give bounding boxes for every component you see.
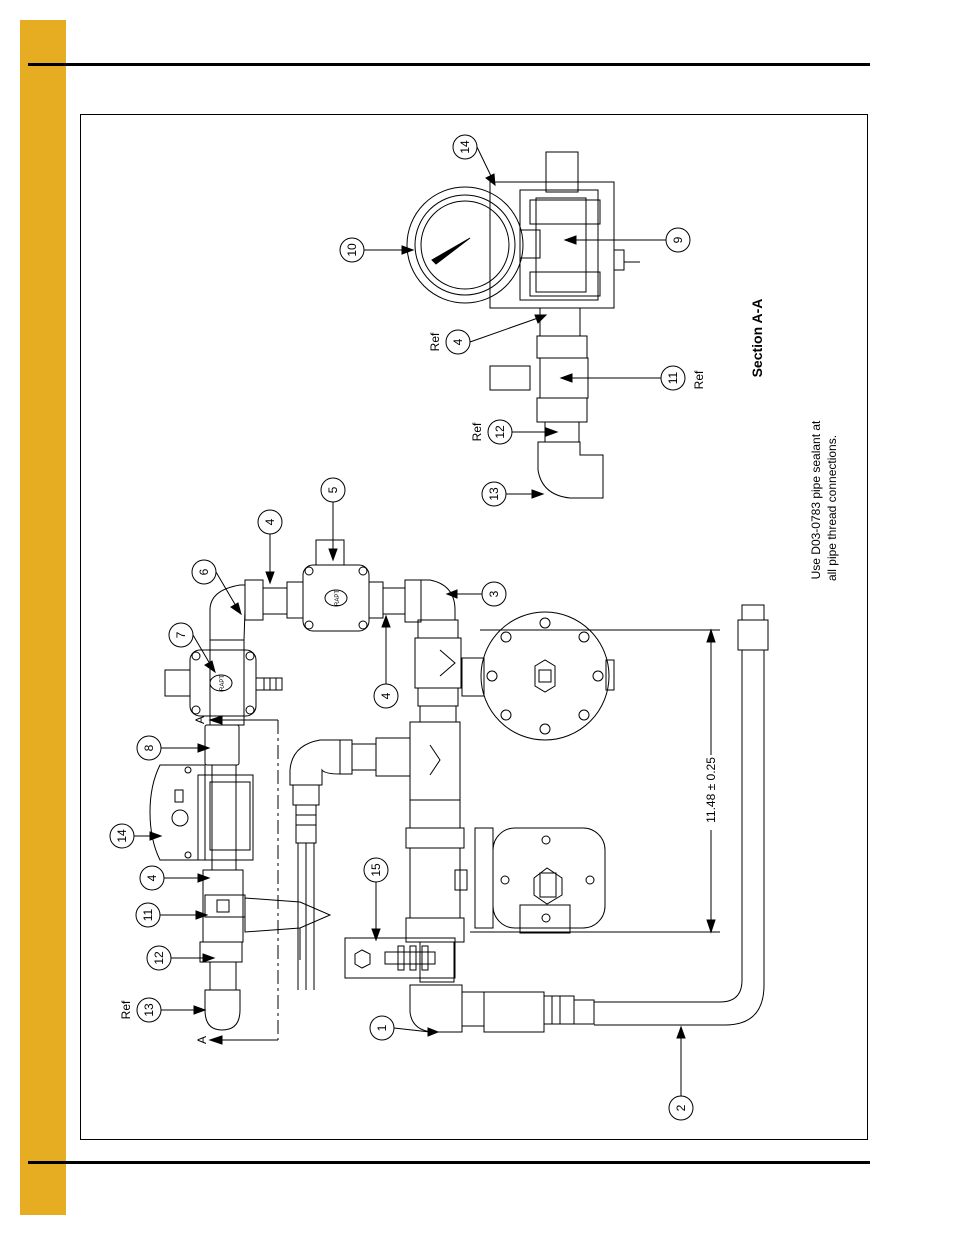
svg-text:9: 9 bbox=[671, 236, 685, 243]
callout-11-left: 11 bbox=[135, 902, 209, 928]
callout-4-section: 4 bbox=[445, 314, 548, 355]
svg-text:7: 7 bbox=[174, 631, 188, 638]
section-view bbox=[406, 151, 640, 499]
callout-13-section: 13 bbox=[481, 481, 545, 507]
svg-text:11: 11 bbox=[666, 371, 680, 384]
svg-text:14: 14 bbox=[115, 829, 129, 843]
svg-text:11: 11 bbox=[141, 908, 155, 921]
callout-4-left: 4 bbox=[139, 865, 211, 891]
solenoid-valve-5: RAPT bbox=[302, 539, 370, 632]
svg-text:2: 2 bbox=[674, 1104, 688, 1111]
callout-14-left: 14 bbox=[109, 823, 163, 849]
dimension-label: 11.48 ± 0.25 bbox=[704, 757, 718, 823]
pump-flange-lower bbox=[474, 827, 606, 934]
ref-label-11: Ref bbox=[692, 370, 706, 389]
valve-brand-label: RAPT bbox=[220, 675, 226, 691]
drawing-frame bbox=[80, 114, 868, 1140]
note-line-1: Use D03-0783 pipe sealant at bbox=[809, 420, 823, 579]
ref-label-4: Ref bbox=[428, 332, 442, 351]
pipe-run-main bbox=[199, 579, 304, 1031]
svg-text:1: 1 bbox=[375, 1024, 389, 1031]
callout-4-top: 4 bbox=[257, 509, 283, 585]
svg-text:12: 12 bbox=[493, 425, 507, 439]
regulator-valve-11 bbox=[204, 894, 332, 960]
section-marker-bottom: A bbox=[195, 1036, 209, 1044]
callout-10: 10 bbox=[339, 237, 415, 263]
svg-text:4: 4 bbox=[379, 692, 393, 699]
svg-text:4: 4 bbox=[451, 338, 465, 345]
section-line: A A bbox=[193, 715, 279, 1045]
section-marker-top: A bbox=[193, 716, 207, 724]
pipe-center bbox=[289, 721, 468, 990]
callout-3: 3 bbox=[445, 581, 507, 607]
svg-text:4: 4 bbox=[145, 874, 159, 881]
callout-2: 2 bbox=[668, 1025, 694, 1121]
callout-12-section: 12 bbox=[487, 419, 559, 445]
section-title: Section A-A bbox=[749, 299, 765, 378]
svg-text:6: 6 bbox=[197, 568, 211, 575]
svg-text:14: 14 bbox=[458, 140, 472, 154]
callouts: 1 2 3 4 4 4 4 Ref 5 6 7 8 9 10 11 11 Ref… bbox=[109, 134, 706, 1121]
callout-6: 6 bbox=[191, 559, 242, 616]
header-rule bbox=[28, 63, 870, 66]
callout-7: 7 bbox=[168, 622, 216, 674]
svg-text:3: 3 bbox=[487, 590, 501, 597]
ref-label-12: Ref bbox=[470, 422, 484, 441]
svg-text:8: 8 bbox=[142, 744, 156, 751]
mounting-bracket-15 bbox=[344, 937, 456, 979]
hose-assembly bbox=[409, 604, 769, 1033]
dimension-line: 11.48 ± 0.25 bbox=[470, 628, 720, 934]
svg-text:4: 4 bbox=[263, 518, 277, 525]
svg-text:5: 5 bbox=[326, 486, 340, 493]
callout-9: 9 bbox=[563, 227, 691, 253]
callout-12-left: 12 bbox=[146, 945, 216, 971]
note-line-2: all pipe thread connections. bbox=[825, 435, 839, 581]
valve-brand-label-2: RAPT bbox=[335, 590, 341, 606]
gauge-bracket-left bbox=[149, 764, 254, 861]
svg-text:15: 15 bbox=[369, 863, 383, 877]
svg-text:12: 12 bbox=[152, 951, 166, 965]
side-tab bbox=[20, 20, 66, 1215]
svg-text:13: 13 bbox=[142, 1003, 156, 1017]
callout-8: 8 bbox=[136, 735, 211, 761]
callout-5: 5 bbox=[320, 477, 346, 562]
solenoid-valve-7: RAPT bbox=[164, 649, 283, 717]
callout-4-right: 4 bbox=[373, 614, 399, 709]
callout-1: 1 bbox=[369, 1015, 440, 1041]
footer-rule bbox=[28, 1161, 870, 1164]
svg-text:13: 13 bbox=[487, 487, 501, 501]
pump-flange-upper bbox=[461, 611, 615, 741]
callout-11-section: 11 bbox=[559, 365, 686, 391]
ref-label-13: Ref bbox=[119, 1000, 133, 1019]
callout-15: 15 bbox=[363, 857, 389, 942]
svg-text:10: 10 bbox=[345, 243, 359, 257]
callout-13-left: 13 bbox=[136, 997, 207, 1023]
callout-14-section: 14 bbox=[452, 134, 496, 187]
